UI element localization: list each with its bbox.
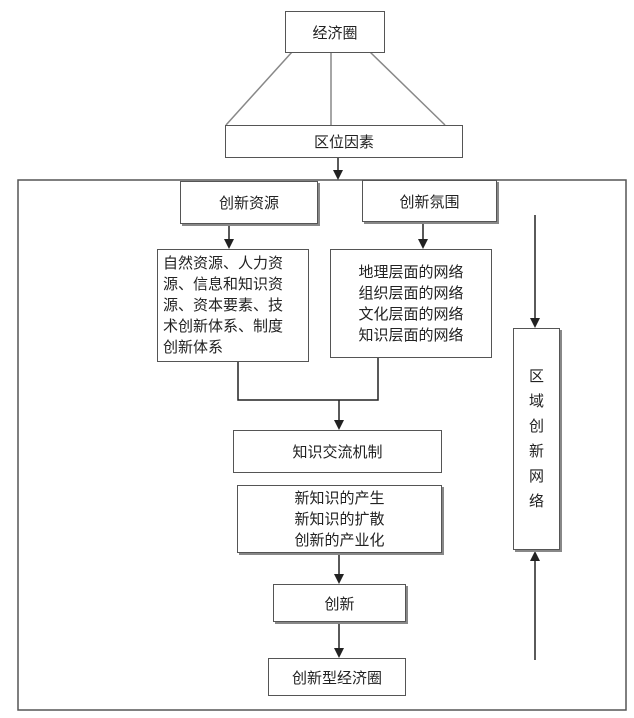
resource-line: 自然资源、人力资 (163, 254, 284, 272)
region-char: 新 (528, 442, 544, 460)
innovation-resources-label: 创新资源 (218, 194, 279, 212)
knowledge-mechanism-box: 知识交流机制 (233, 430, 442, 473)
resource-line: 术创新体系、制度 (163, 317, 284, 335)
knowledge-mechanism-label: 知识交流机制 (292, 443, 383, 461)
network-line: 文化层面的网络 (358, 304, 464, 323)
outer-frame (17, 179, 627, 711)
network-list-box: 地理层面的网络 组织层面的网络 文化层面的网络 知识层面的网络 (330, 249, 492, 358)
location-factors-box: 区位因素 (225, 125, 463, 158)
innovation-resources-box: 创新资源 (180, 181, 318, 224)
region-char: 络 (528, 492, 544, 510)
resource-line: 创新体系 (163, 338, 224, 356)
merge-line (237, 358, 379, 401)
resource-list-box: 自然资源、人力资 源、信息和知识资 源、资本要素、技 术创新体系、制度 创新体系 (157, 249, 309, 362)
region-char: 网 (528, 467, 544, 485)
innovation-label: 创新 (324, 594, 355, 613)
process-line: 新知识的扩散 (294, 509, 385, 528)
network-line: 知识层面的网络 (358, 325, 464, 344)
location-factors-label: 区位因素 (313, 133, 374, 151)
innovation-atmosphere-label: 创新氛围 (399, 192, 460, 211)
network-line: 组织层面的网络 (358, 283, 464, 302)
resource-line: 源、信息和知识资 (163, 275, 284, 293)
economic-circle-box: 经济圈 (285, 11, 385, 53)
process-line: 创新的产业化 (294, 530, 385, 549)
process-line: 新知识的产生 (294, 488, 385, 507)
innovative-economic-circle-box: 创新型经济圈 (268, 658, 406, 696)
network-line: 地理层面的网络 (358, 262, 464, 281)
region-char: 创 (528, 417, 544, 435)
innovation-atmosphere-box: 创新氛围 (362, 180, 497, 222)
knowledge-process-box: 新知识的产生 新知识的扩散 创新的产业化 (237, 485, 442, 553)
economic-circle-label: 经济圈 (312, 23, 358, 42)
resource-line: 源、资本要素、技 (163, 296, 284, 314)
fan-line-right (369, 51, 446, 126)
regional-innovation-network-box: 区 域 创 新 网 络 (513, 328, 560, 550)
innovation-box: 创新 (273, 584, 406, 622)
innovative-economic-circle-label: 创新型经济圈 (291, 668, 382, 687)
region-char: 区 (528, 367, 544, 385)
fan-line-left (225, 51, 293, 126)
region-char: 域 (528, 392, 544, 410)
